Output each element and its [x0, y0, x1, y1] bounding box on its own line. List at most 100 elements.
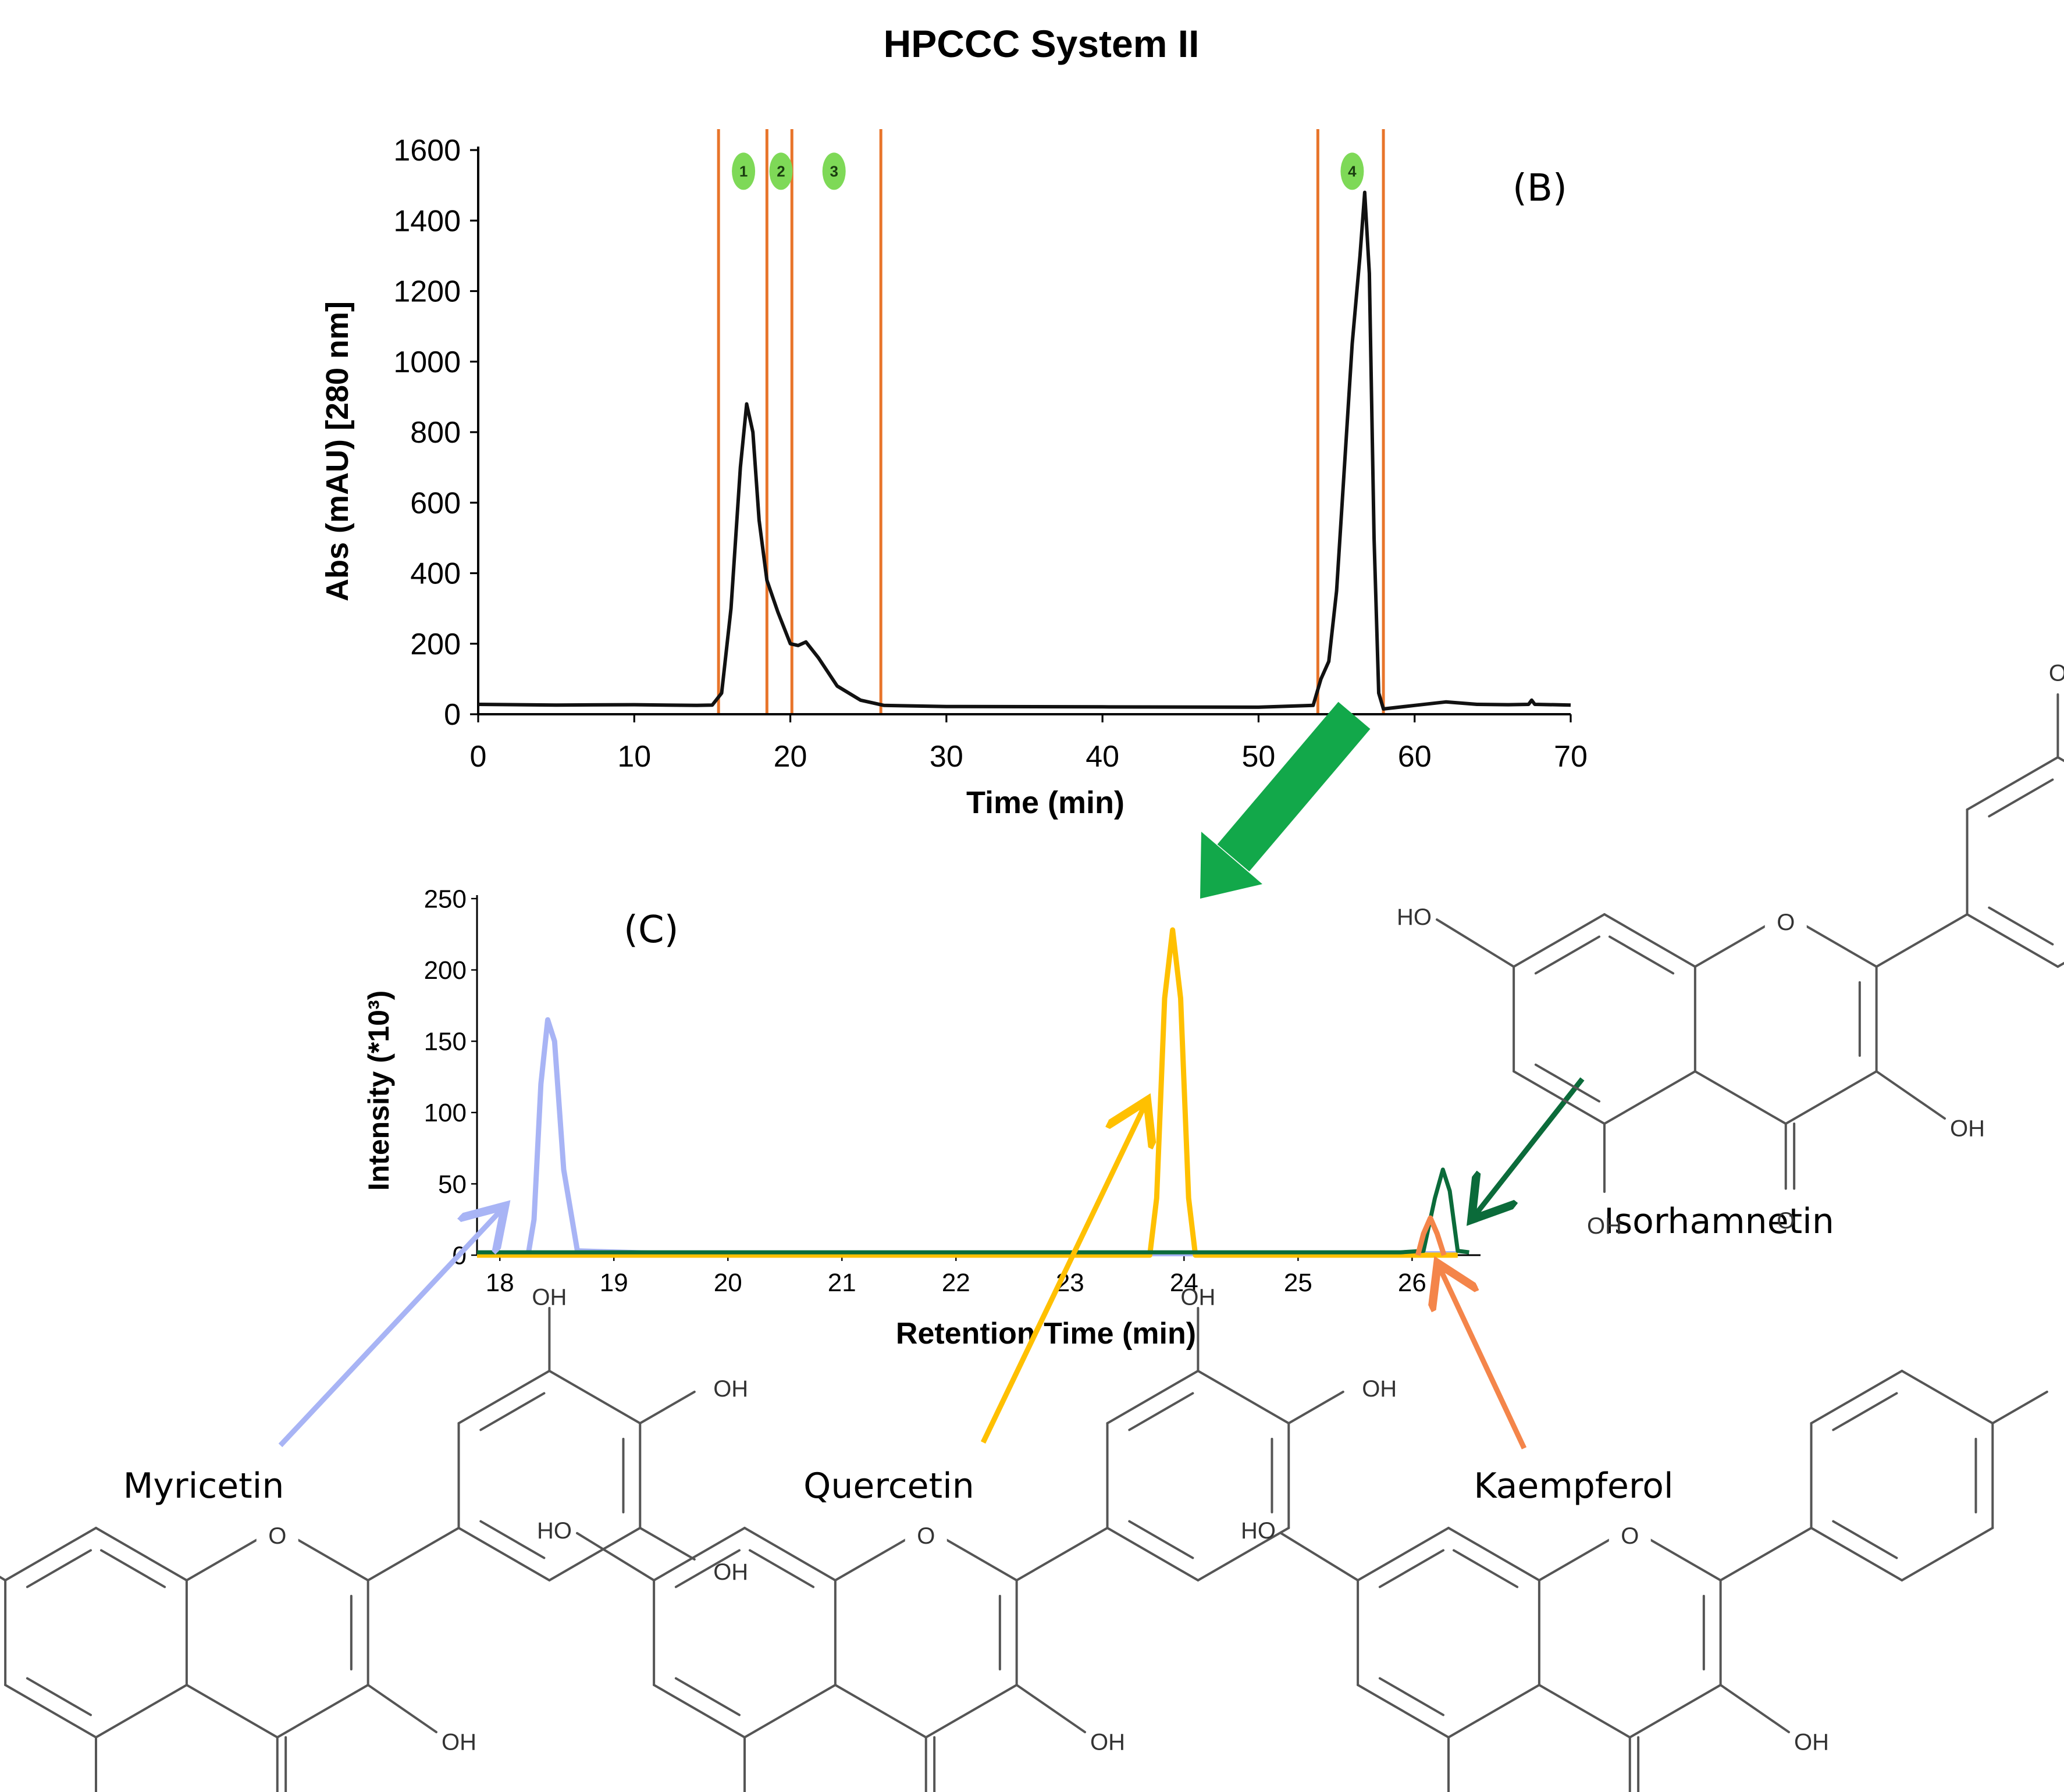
bond: [548, 1370, 642, 1424]
fraction-marker: [822, 152, 846, 190]
fraction-marker-label: 4: [1348, 162, 1357, 180]
hydroxyl-label: OH: [1794, 1730, 1829, 1755]
bond: [479, 1392, 546, 1431]
carbonyl-oxygen-label: O: [1777, 1208, 1795, 1234]
bond: [1534, 1063, 1601, 1103]
bond: [1106, 1370, 1200, 1424]
kaempferol-arrow: [1440, 1268, 1527, 1449]
hydroxyl-label: HO: [1241, 1518, 1276, 1544]
bond: [1378, 1677, 1445, 1716]
bond: [1106, 1527, 1200, 1581]
hydroxyl-label: OH: [713, 1559, 748, 1585]
isorhamnetin-structure: OOHOOHOHOOH: [1397, 661, 2064, 1239]
fraction-marker: [732, 152, 756, 190]
bond: [1991, 1390, 2048, 1424]
bond: [924, 1684, 1018, 1738]
bond: [1534, 935, 1601, 975]
bond: [2056, 961, 2064, 968]
quercetin-name: Quercetin: [803, 1466, 974, 1506]
bond: [1513, 1070, 1606, 1125]
bond: [1810, 1370, 1903, 1424]
y-tick-label: 0: [444, 698, 461, 732]
bond: [639, 1527, 696, 1561]
fraction-marker-label: 2: [777, 162, 785, 180]
hydroxyl-label: OH: [1587, 1213, 1622, 1239]
bond: [1719, 1527, 1813, 1581]
absorbance-trace: [478, 190, 1571, 711]
bond: [1628, 1684, 1722, 1738]
bond: [1447, 1527, 1540, 1581]
isorhamnetin-name: Isorhamnetin: [1604, 1201, 1834, 1242]
bond: [834, 1684, 927, 1738]
panel-b-axes: [477, 147, 1571, 715]
bond: [26, 1549, 92, 1588]
y-tick-label: 600: [410, 486, 461, 520]
bond: [1538, 1684, 1631, 1738]
hydroxyl-label: OH: [1950, 1116, 1985, 1142]
x-tick-label: 25: [1284, 1269, 1312, 1297]
panel-c-ticks: 181920212223242526050100150200250: [424, 885, 1426, 1297]
panel-b-series: [478, 190, 1571, 711]
bond: [4, 1684, 97, 1738]
bond: [743, 1684, 837, 1738]
kaempferol-trace: [1415, 1215, 1447, 1256]
bond: [1966, 913, 2059, 968]
y-tick-label: 50: [438, 1170, 467, 1199]
isorhamnetin-trace: [477, 1167, 1469, 1255]
bond: [1128, 1520, 1194, 1559]
bond: [1603, 1070, 1696, 1125]
x-tick-label: 26: [1398, 1269, 1426, 1297]
bond: [674, 1549, 741, 1588]
bond: [1603, 913, 1696, 968]
myricetin-arrow: [278, 1210, 501, 1448]
compound-arrows: [278, 1077, 1585, 1449]
bond: [1128, 1392, 1194, 1431]
fraction-markers: 1 2 3 4: [732, 152, 1364, 190]
bond: [1287, 1390, 1344, 1424]
ring-oxygen-label: O: [1777, 910, 1795, 935]
ring-oxygen-label: O: [268, 1523, 286, 1549]
bond: [1832, 1392, 1898, 1431]
y-tick-label: 1000: [393, 345, 461, 379]
x-tick-label: 21: [828, 1269, 856, 1297]
bond: [1357, 1527, 1450, 1581]
bond: [1875, 1070, 1946, 1120]
methoxy-oxygen-label: O: [2049, 661, 2064, 686]
myricetin-structure: OOHOOHOHOHOHOH: [0, 1285, 748, 1792]
ring-oxygen-label: O: [1621, 1523, 1639, 1549]
hydroxyl-label: OH: [1180, 1285, 1215, 1310]
bond: [1015, 1527, 1109, 1581]
x-tick-label: 22: [942, 1269, 970, 1297]
quercetin-arrow: [980, 1105, 1145, 1444]
bond: [185, 1684, 279, 1738]
y-tick-label: 800: [410, 416, 461, 450]
y-tick-label: 1600: [393, 134, 461, 168]
fraction-marker: [1340, 152, 1364, 190]
bond: [1784, 1070, 1878, 1125]
fraction-marker-label: 1: [739, 162, 748, 180]
panel-c-x-axis-label: Retention Time (min): [896, 1317, 1196, 1351]
bond: [1015, 1684, 1086, 1733]
x-tick-label: 19: [600, 1269, 628, 1297]
y-tick-label: 200: [410, 628, 461, 661]
bond: [1875, 913, 1969, 968]
hydroxyl-label: OH: [442, 1730, 476, 1755]
bond: [576, 1532, 656, 1581]
y-tick-label: 100: [424, 1099, 467, 1127]
hydroxyl-label: OH: [1362, 1376, 1397, 1402]
fraction-marker-label: 3: [830, 162, 838, 180]
x-tick-label: 24: [1170, 1269, 1198, 1297]
zoom-arrow: [1200, 701, 1371, 899]
x-tick-label: 0: [470, 740, 487, 774]
x-tick-label: 20: [714, 1269, 742, 1297]
y-tick-label: 150: [424, 1028, 467, 1056]
bond: [1357, 1684, 1450, 1738]
hydroxyl-label: OH: [532, 1285, 567, 1310]
bond: [1378, 1549, 1445, 1588]
x-tick-label: 30: [930, 740, 963, 774]
chemical-structures: OOHOOHOHOHOHOHOOHOOHOHOHOHOOHOOHOHOHOOHO…: [0, 661, 2064, 1792]
isorhamnetin-arrow: [1475, 1077, 1585, 1216]
bond: [1280, 1532, 1360, 1581]
